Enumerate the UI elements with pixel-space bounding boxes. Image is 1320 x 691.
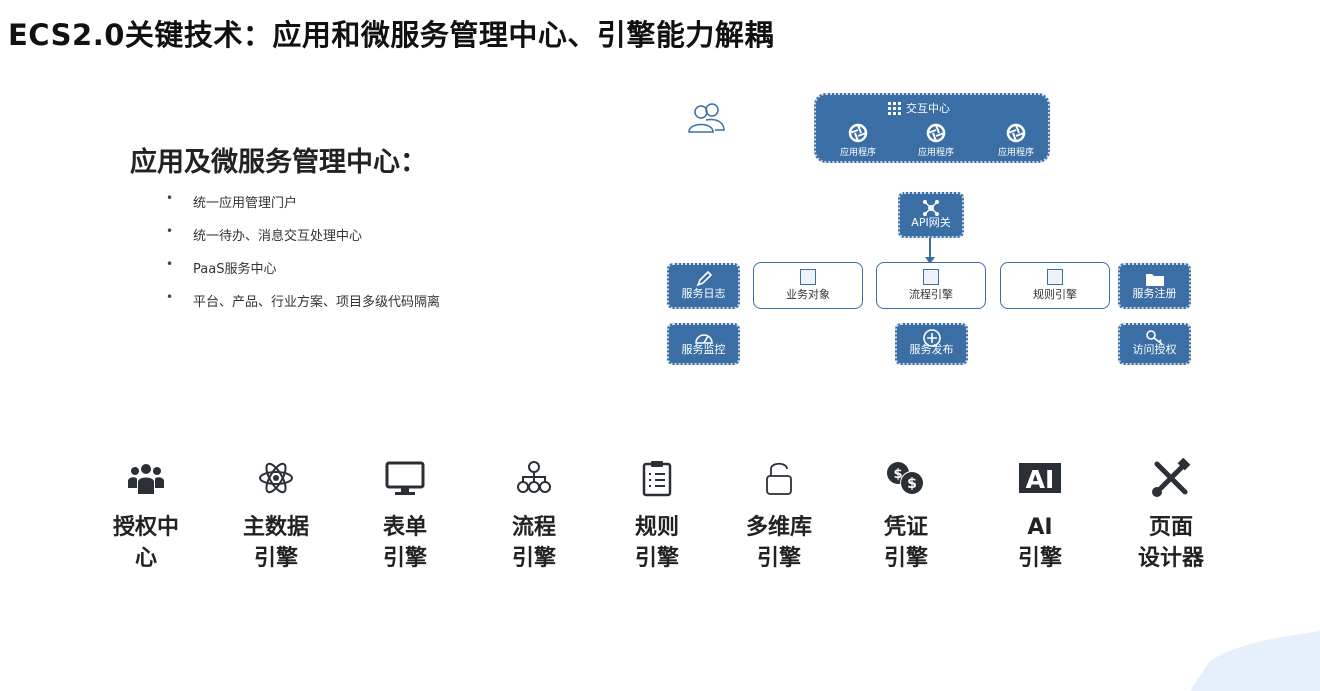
business-object-label: 业务对象: [786, 288, 830, 301]
engine-name-line1: 凭证: [883, 515, 928, 540]
engine-name-line2: 引擎: [756, 546, 801, 571]
api-gateway-label: API网关: [911, 216, 951, 229]
gauge-icon: [694, 334, 713, 344]
business-object-box: 业务对象: [753, 262, 863, 309]
folder-icon: [1145, 274, 1164, 286]
grid-icon: [888, 101, 901, 115]
service-register-box: 服务注册: [1118, 263, 1191, 309]
app-item: 应用程序: [828, 123, 888, 158]
process-engine-box: 流程引擎: [876, 262, 986, 309]
engine-name-line2: 心: [134, 546, 157, 571]
svg-text:$: $: [893, 467, 902, 482]
app-label: 应用程序: [997, 148, 1034, 158]
engine-name-line1: 流程: [511, 515, 556, 540]
engine-name-line2: 引擎: [883, 546, 928, 571]
team-icon: [91, 458, 201, 498]
app-label: 应用程序: [917, 148, 954, 158]
engine-item-auth-center: 授权中心: [91, 458, 201, 574]
engine-item-ai: AI AI 引擎: [985, 458, 1095, 574]
svg-text:AI: AI: [1026, 465, 1055, 494]
engine-name-line2: 引擎: [634, 546, 679, 571]
interaction-center-box: 交互中心 应用程序 应用程序 应用程序: [814, 93, 1050, 163]
rule-engine-box: 规则引擎: [1000, 262, 1110, 309]
list-item: 统一待办、消息交互处理中心: [166, 224, 440, 258]
object-icon: [1047, 269, 1063, 285]
svg-text:$: $: [907, 476, 917, 492]
feature-list: 统一应用管理门户 统一待办、消息交互处理中心 PaaS服务中心 平台、产品、行业…: [166, 191, 440, 324]
list-item: PaaS服务中心: [166, 257, 440, 291]
engine-name-line1: 多维库: [745, 515, 812, 540]
page-title: ECS2.0关键技术：应用和微服务管理中心、引擎能力解耦: [8, 18, 774, 52]
engine-name-line2: 设计器: [1137, 546, 1204, 571]
users-icon: [686, 102, 726, 136]
flow-arrow: [925, 238, 935, 264]
object-icon: [923, 269, 939, 285]
section-heading: 应用及微服务管理中心：: [130, 147, 427, 178]
engine-name-line1: 主数据: [242, 515, 309, 540]
engine-name-line2: 引擎: [1017, 546, 1062, 571]
rule-engine-label: 规则引擎: [1033, 288, 1077, 301]
org-chart-icon: [479, 458, 589, 498]
app-item: 应用程序: [986, 123, 1046, 158]
pencil-icon: [696, 270, 712, 287]
service-register-label: 服务注册: [1132, 287, 1177, 300]
service-monitor-label: 服务监控: [681, 343, 726, 356]
engine-item-rule: 规则引擎: [602, 458, 712, 574]
api-gateway-box: API网关: [898, 192, 964, 238]
aperture-icon: [926, 123, 946, 143]
atom-icon: [221, 458, 331, 498]
service-publish-box: 服务发布: [895, 323, 968, 365]
network-icon: [923, 200, 939, 216]
engine-item-olap: 多维库引擎: [724, 458, 834, 574]
list-item: 统一应用管理门户: [166, 191, 440, 225]
engine-name-line2: 引擎: [511, 546, 556, 571]
monitor-icon: [350, 458, 460, 498]
service-publish-label: 服务发布: [909, 343, 954, 356]
money-icon: $ $: [851, 458, 961, 498]
engine-name-line1: 规则: [634, 515, 679, 540]
service-log-label: 服务日志: [681, 287, 726, 300]
service-monitor-box: 服务监控: [667, 323, 740, 365]
app-item: 应用程序: [906, 123, 966, 158]
access-auth-label: 访问授权: [1132, 343, 1177, 356]
access-auth-box: 访问授权: [1118, 323, 1191, 365]
engine-name-line1: 表单: [382, 515, 427, 540]
engine-name-line1: 授权中: [112, 515, 179, 540]
app-label: 应用程序: [839, 148, 876, 158]
engine-name-line1: AI: [1027, 515, 1053, 540]
aperture-icon: [1006, 123, 1026, 143]
decorative-corner-shape: [1190, 631, 1320, 691]
engine-item-voucher: $ $ 凭证引擎: [851, 458, 961, 574]
ai-icon: AI: [985, 458, 1095, 498]
aperture-icon: [848, 123, 868, 143]
service-log-box: 服务日志: [667, 263, 740, 309]
engine-item-master-data: 主数据引擎: [221, 458, 331, 574]
plus-circle-icon: [922, 329, 941, 347]
engine-name-line2: 引擎: [382, 546, 427, 571]
engine-item-form: 表单引擎: [350, 458, 460, 574]
tools-icon: [1116, 458, 1226, 498]
engine-item-page-designer: 页面设计器: [1116, 458, 1226, 574]
engine-name-line1: 页面: [1148, 515, 1193, 540]
engine-item-process: 流程引擎: [479, 458, 589, 574]
interaction-center-label: 交互中心: [906, 102, 950, 115]
process-engine-label: 流程引擎: [909, 288, 953, 301]
engine-name-line2: 引擎: [253, 546, 298, 571]
object-icon: [800, 269, 816, 285]
list-item: 平台、产品、行业方案、项目多级代码隔离: [166, 290, 440, 324]
key-icon: [1145, 330, 1162, 345]
unlock-icon: [724, 458, 834, 498]
clipboard-icon: [602, 458, 712, 498]
